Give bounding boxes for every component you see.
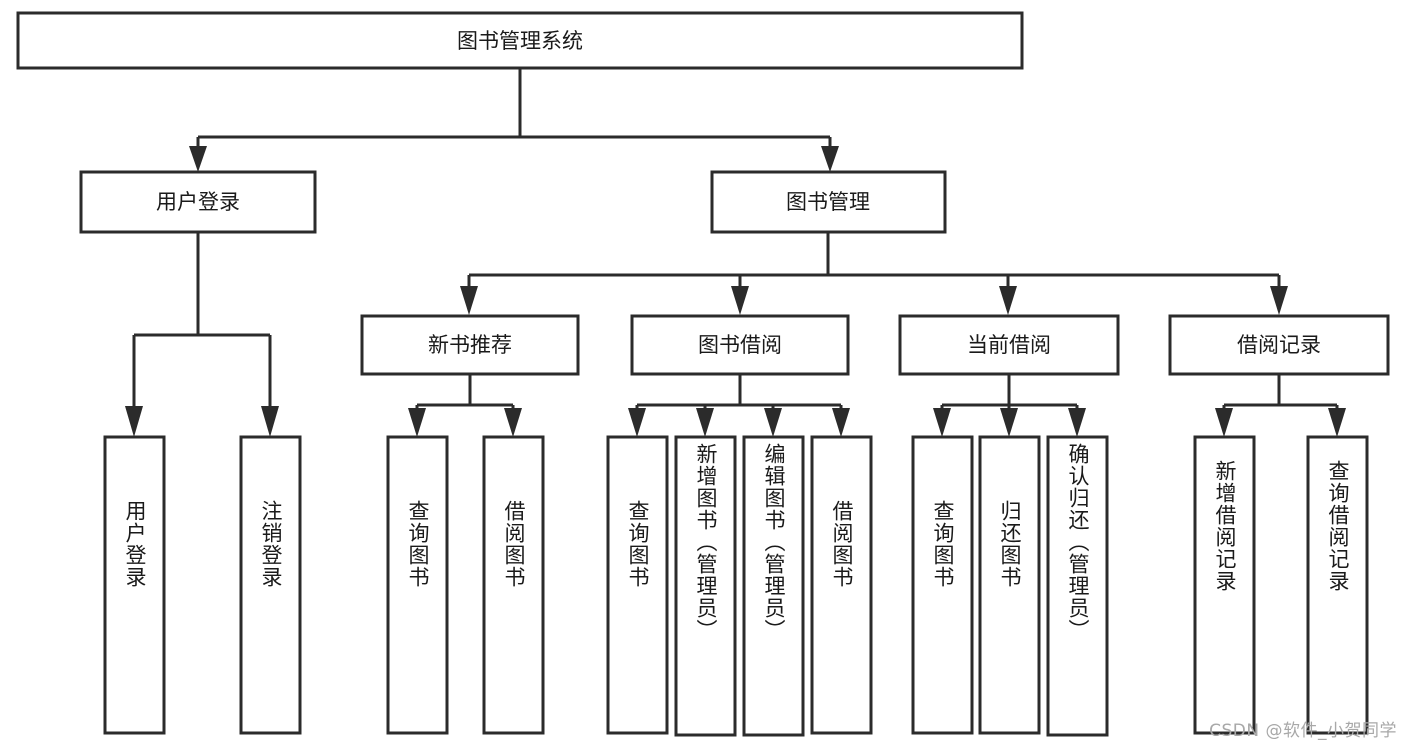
leaf-box-book-borrow-1[interactable]	[606, 435, 669, 735]
leaf-box-book-borrow-3[interactable]	[742, 435, 805, 737]
borrow-record-label: 借阅记录	[1237, 333, 1321, 357]
current-borrow-box[interactable]	[898, 314, 1120, 376]
node-root[interactable]: 图书管理系统	[16, 11, 1024, 70]
leaf-box-borrow-record-1[interactable]	[1193, 435, 1256, 735]
root-label: 图书管理系统	[457, 29, 583, 53]
arrow-to-borrow-record	[1270, 286, 1288, 315]
arrow-leaf-book-borrow-2	[696, 408, 714, 437]
leaf-box-book-borrow-4[interactable]	[810, 435, 873, 735]
leaf-box-user-login-2[interactable]	[239, 435, 302, 735]
book-borrow-box[interactable]	[630, 314, 850, 376]
arrow-leaf-user-login-2	[261, 406, 279, 437]
node-book-borrow[interactable]: 图书借阅	[630, 314, 850, 376]
arrow-leaf-current-borrow-2	[1000, 408, 1018, 437]
arrow-leaf-book-borrow-3	[764, 408, 782, 437]
root-box[interactable]	[16, 11, 1024, 70]
current-borrow-label: 当前借阅	[967, 333, 1051, 357]
new-book-recommend-label: 新书推荐	[428, 333, 512, 357]
arrow-to-user-login	[189, 146, 207, 172]
arrow-to-book-borrow	[731, 286, 749, 315]
arrow-leaf-new-book-2	[504, 408, 522, 437]
arrow-leaf-book-borrow-4	[832, 408, 850, 437]
book-manage-label: 图书管理	[786, 190, 870, 214]
arrow-leaf-borrow-record-2	[1328, 408, 1346, 437]
user-login-label: 用户登录	[156, 190, 240, 214]
book-borrow-label: 图书借阅	[698, 333, 782, 357]
leaf-box-book-borrow-2[interactable]	[674, 435, 737, 737]
book-manage-box[interactable]	[710, 170, 947, 234]
arrow-leaf-new-book-1	[408, 408, 426, 437]
arrow-leaf-book-borrow-1	[628, 408, 646, 437]
leaf-box-user-login-1[interactable]	[103, 435, 166, 735]
node-user-login[interactable]: 用户登录	[79, 170, 317, 234]
new-book-recommend-box[interactable]	[360, 314, 580, 376]
leaf-box-current-borrow-1[interactable]	[911, 435, 974, 735]
node-book-manage[interactable]: 图书管理	[710, 170, 947, 234]
arrow-leaf-current-borrow-1	[933, 408, 951, 437]
leaf-box-current-borrow-3[interactable]	[1046, 435, 1109, 737]
node-current-borrow[interactable]: 当前借阅	[898, 314, 1120, 376]
leaf-box-new-book-2[interactable]	[482, 435, 545, 735]
node-new-book-recommend[interactable]: 新书推荐	[360, 314, 580, 376]
borrow-record-box[interactable]	[1168, 314, 1390, 376]
arrow-to-new-book	[460, 286, 478, 315]
arrow-to-book-manage	[821, 146, 839, 172]
leaf-box-borrow-record-2[interactable]	[1306, 435, 1369, 735]
arrow-leaf-borrow-record-1	[1215, 408, 1233, 437]
csdn-watermark: CSDN @软件_小贺同学	[1209, 721, 1397, 741]
arrow-leaf-user-login-1	[125, 406, 143, 437]
leaf-box-new-book-1[interactable]	[386, 435, 449, 735]
leaf-box-current-borrow-2[interactable]	[978, 435, 1041, 735]
arrow-leaf-current-borrow-3	[1068, 408, 1086, 437]
arrow-to-current-borrow	[999, 286, 1017, 315]
node-borrow-record[interactable]: 借阅记录	[1168, 314, 1390, 376]
